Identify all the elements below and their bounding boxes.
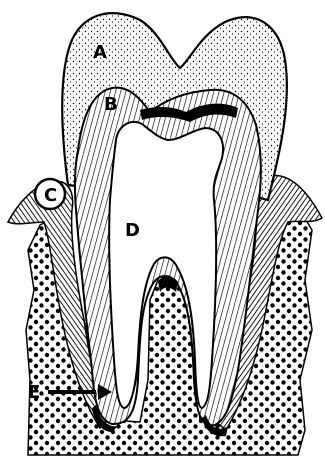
label-c: C (44, 185, 57, 206)
label-b: B (104, 94, 118, 115)
label-a: A (93, 42, 107, 63)
label-d: D (125, 220, 140, 241)
label-e: E (28, 382, 40, 403)
